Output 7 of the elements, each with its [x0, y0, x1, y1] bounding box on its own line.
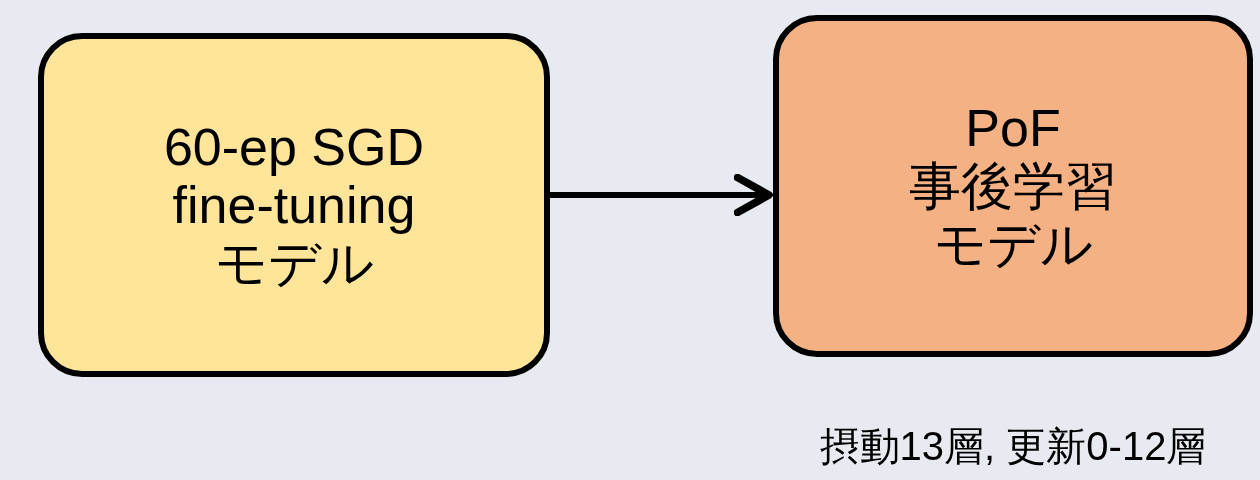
arrow	[550, 173, 773, 217]
box-label: 事後学習モデル	[908, 156, 1118, 274]
rounded-box	[773, 15, 1253, 357]
rounded-box	[38, 33, 550, 377]
node-label: 摂動13層, 更新0-12層	[819, 423, 1207, 470]
box-label: 60-ep SGD fine-tuning モデル	[162, 117, 426, 293]
box-heading: PoF	[965, 98, 1061, 157]
